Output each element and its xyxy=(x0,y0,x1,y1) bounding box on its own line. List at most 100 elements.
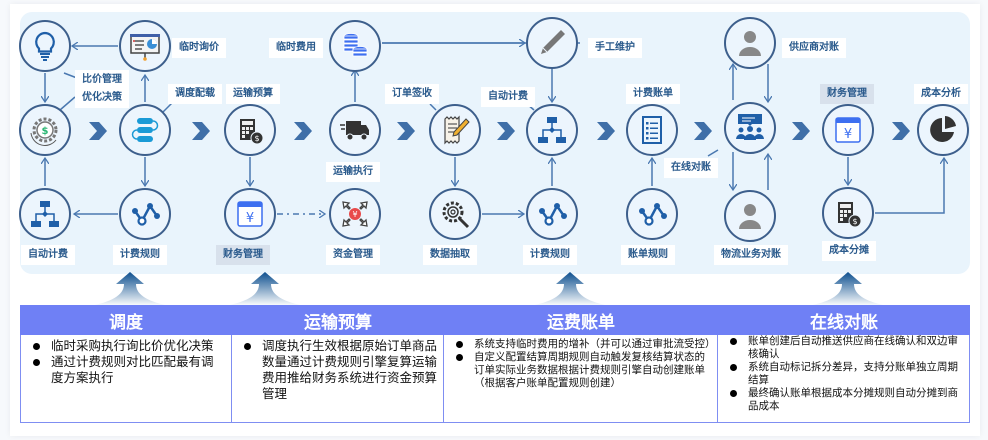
node-finance-manage-1[interactable]: ¥ xyxy=(224,188,276,240)
svg-text:$: $ xyxy=(42,126,49,137)
label-billing-rules-2: 计费规则 xyxy=(523,245,577,265)
meeting-group-icon xyxy=(736,114,764,140)
node-auto-billing-left[interactable] xyxy=(19,188,71,240)
section-body-online-recon: 账单创建后自动推送供应商在线确认和双边审核确认 系统自动标记拆分差异，支持分账单… xyxy=(718,335,970,423)
bullet-item: 账单创建后自动推送供应商在线确认和双边审核确认 xyxy=(726,335,963,361)
connector-lines xyxy=(0,0,988,290)
node-data-extract[interactable] xyxy=(429,188,481,240)
pie-chart-icon xyxy=(930,116,956,142)
list-document-icon xyxy=(642,116,662,144)
rule-nodes-icon xyxy=(132,203,160,226)
flowchart-icon xyxy=(538,117,566,143)
section-header-online-recon: 在线对账 xyxy=(718,305,970,335)
node-auto-billing[interactable] xyxy=(526,104,578,156)
label-cost-allocation: 成本分摊 xyxy=(822,241,876,261)
node-supplier-recon[interactable] xyxy=(724,17,776,69)
bullet-item: 系统自动标记拆分差异，支持分账单独立周期结算 xyxy=(726,361,963,387)
section-header-freight-bill: 运费账单 xyxy=(444,305,718,335)
section-header-transport-budget: 运输预算 xyxy=(232,305,444,335)
coins-stack-icon xyxy=(343,33,368,57)
label-order-sign: 订单签收 xyxy=(385,84,439,104)
label-bill-rules: 账单规则 xyxy=(621,245,675,265)
node-billing-rules-1[interactable] xyxy=(119,188,171,240)
label-supplier-recon: 供应商对账 xyxy=(782,38,846,58)
svg-text:$: $ xyxy=(254,134,259,143)
node-temp-fee[interactable] xyxy=(329,20,381,72)
node-order-sign[interactable] xyxy=(429,104,481,156)
label-transport-exec: 运输执行 xyxy=(326,162,380,182)
rule-nodes-icon xyxy=(539,203,567,226)
node-idea[interactable] xyxy=(19,20,71,72)
pencil-icon xyxy=(541,30,565,54)
bullet-item: 通过计费规则对比匹配最有调度方案执行 xyxy=(29,354,225,386)
presentation-chart-icon xyxy=(130,34,160,61)
label-dispatch: 调度配载 xyxy=(168,84,222,104)
label-auto-billing: 自动计费 xyxy=(481,87,535,107)
receipt-pen-icon xyxy=(444,115,470,145)
label-finance-manage-1: 财务管理 xyxy=(216,245,270,265)
section-body-dispatch: 临时采购执行询比价优化决策 通过计费规则对比匹配最有调度方案执行 xyxy=(20,335,232,423)
label-auto-billing-left: 自动计费 xyxy=(21,245,75,265)
chevron-right-icon xyxy=(89,122,107,140)
up-arrow-icon xyxy=(90,272,170,306)
label-optimize-decision: 优化决策 xyxy=(75,88,129,108)
lightbulb-icon xyxy=(35,31,55,61)
label-online-recon: 在线对账 xyxy=(664,158,718,178)
bullet-item: 最终确认账单根据成本分摊规则自动分摊到商品成本 xyxy=(726,387,963,413)
yuan-expand-icon: ¥ xyxy=(342,201,368,227)
node-cost-gear[interactable]: $ xyxy=(19,104,71,156)
chevron-right-icon xyxy=(294,122,312,140)
rule-nodes-icon xyxy=(639,203,667,226)
node-dispatch[interactable] xyxy=(119,104,171,156)
chevron-right-icon xyxy=(892,122,910,140)
up-arrow-icon xyxy=(225,272,305,306)
truck-icon xyxy=(340,121,369,141)
gear-dollar-icon: $ xyxy=(30,117,58,146)
arrow-allocation-to-analysis xyxy=(875,158,944,214)
node-transport-budget[interactable]: $ xyxy=(224,104,276,156)
chevron-right-icon xyxy=(792,122,810,140)
node-finance-manage-2[interactable]: ¥ xyxy=(822,104,874,156)
chevron-right-icon xyxy=(192,122,210,140)
node-cost-allocation[interactable]: $ xyxy=(822,187,874,239)
node-manual-maintain[interactable] xyxy=(526,17,578,69)
node-online-recon[interactable] xyxy=(724,102,776,154)
label-billing-rules-1: 计费规则 xyxy=(113,245,167,265)
up-arrow-icon xyxy=(808,272,888,306)
bullet-item: 调度执行生效根据原始订单商品数量通过计费规则引擎复算运输费用推给财务系统进行资金… xyxy=(240,338,437,402)
label-transport-budget: 运输预算 xyxy=(226,84,280,104)
label-temp-inquiry: 临时询价 xyxy=(172,38,226,58)
label-cost-analysis: 成本分析 xyxy=(914,84,968,104)
svg-text:¥: ¥ xyxy=(844,127,852,142)
svg-text:¥: ¥ xyxy=(246,211,254,226)
label-billing-bill: 计费账单 xyxy=(626,84,680,104)
chevron-right-icon xyxy=(597,122,615,140)
bullet-item: 自定义配置结算周期规则自动触发复核结算状态的订单实际业务数据根据计费规则引擎自动… xyxy=(452,351,711,390)
node-transport-exec[interactable] xyxy=(329,104,381,156)
chevron-right-icon xyxy=(397,122,415,140)
user-icon xyxy=(739,31,761,56)
node-billing-bill[interactable] xyxy=(626,104,678,156)
label-data-extract: 数据抽取 xyxy=(423,245,477,265)
section-header-dispatch: 调度 xyxy=(20,305,232,335)
node-bill-rules[interactable] xyxy=(626,188,678,240)
section-body-freight-bill: 系统支持临时费用的增补（并可以通过审批流受控） 自定义配置结算周期规则自动触发复… xyxy=(444,335,718,423)
calculator-dollar-icon: $ xyxy=(240,119,264,145)
node-fund-manage[interactable]: ¥ xyxy=(329,188,381,240)
label-manual-maintain: 手工维护 xyxy=(588,38,642,58)
svg-text:$: $ xyxy=(852,217,857,226)
label-finance-manage-2: 财务管理 xyxy=(820,84,874,104)
gear-search-icon xyxy=(442,201,470,229)
flowchart-icon xyxy=(31,201,59,227)
node-logistics-recon[interactable] xyxy=(724,190,776,242)
node-cost-analysis[interactable] xyxy=(917,104,969,156)
node-billing-rules-2[interactable] xyxy=(526,188,578,240)
section-body-transport-budget: 调度执行生效根据原始订单商品数量通过计费规则引擎复算运输费用推给财务系统进行资金… xyxy=(232,335,444,423)
yuan-calendar-icon: ¥ xyxy=(835,117,861,143)
label-logistics-recon: 物流业务对账 xyxy=(714,245,788,265)
chevron-right-icon xyxy=(694,122,712,140)
bullet-item: 系统支持临时费用的增补（并可以通过审批流受控） xyxy=(452,338,716,351)
node-temp-inquiry[interactable] xyxy=(119,20,171,72)
label-temp-fee: 临时费用 xyxy=(269,38,323,58)
svg-text:¥: ¥ xyxy=(352,210,357,219)
